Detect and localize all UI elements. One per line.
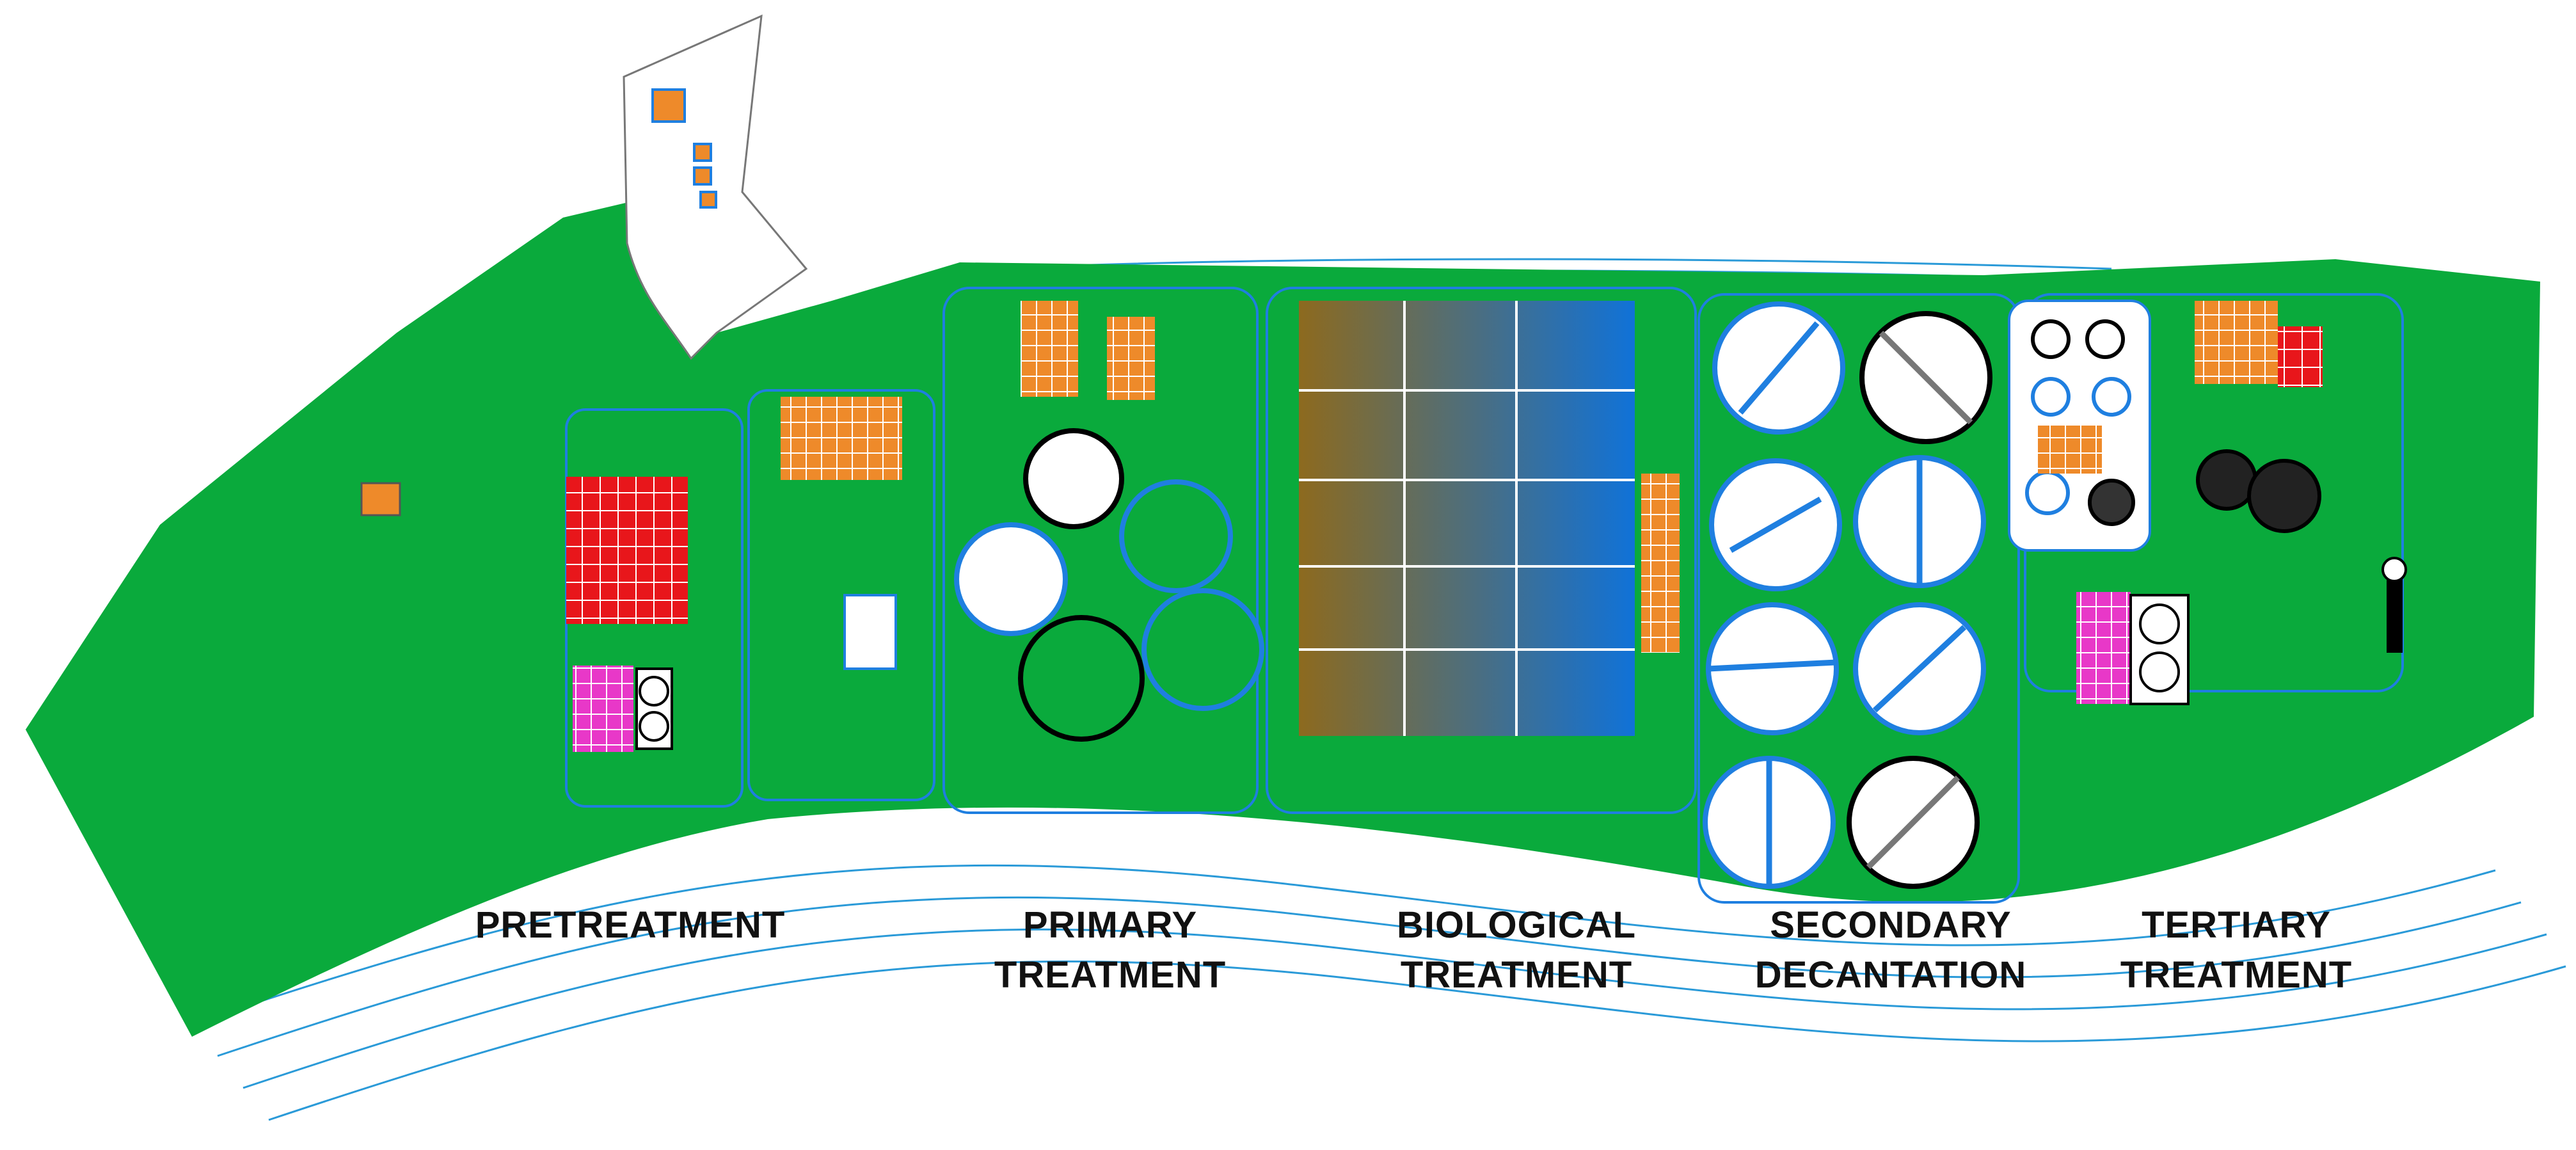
section-label-primary: PRIMARY TREATMENT	[994, 904, 1226, 996]
section-label-line: DECANTATION	[1755, 954, 2026, 996]
primary-clarifiers	[954, 428, 1264, 742]
section-label-line: BIOLOGICAL	[1397, 904, 1636, 946]
section-label-line: PRIMARY	[1023, 904, 1197, 946]
section-label-line: TREATMENT	[2120, 954, 2352, 996]
section-label-line: PRETREATMENT	[475, 904, 786, 946]
section-label-line: SECONDARY	[1770, 904, 2011, 946]
section-label-line: TREATMENT	[1401, 954, 1632, 996]
section-label-pretreatment: PRETREATMENT	[475, 904, 786, 946]
tertiary-structures	[2008, 299, 2407, 705]
section-label-line: TREATMENT	[994, 954, 1226, 996]
primary-buildings	[781, 301, 1155, 670]
gate-structures	[651, 88, 717, 209]
biological-basin	[1299, 301, 1680, 736]
section-label-tertiary: TERTIARY TREATMENT	[2120, 904, 2352, 996]
internal-roads	[565, 287, 2404, 904]
section-labels: PRETREATMENT PRIMARY TREATMENT BIOLOGICAL TR…	[475, 904, 2352, 996]
pretreatment-buildings	[360, 477, 688, 752]
section-label-line: TERTIARY	[2142, 904, 2331, 946]
section-label-biological: BIOLOGICAL TREATMENT	[1397, 904, 1636, 996]
clarifier-bridges	[1708, 321, 1973, 886]
section-label-secondary: SECONDARY DECANTATION	[1755, 904, 2026, 996]
